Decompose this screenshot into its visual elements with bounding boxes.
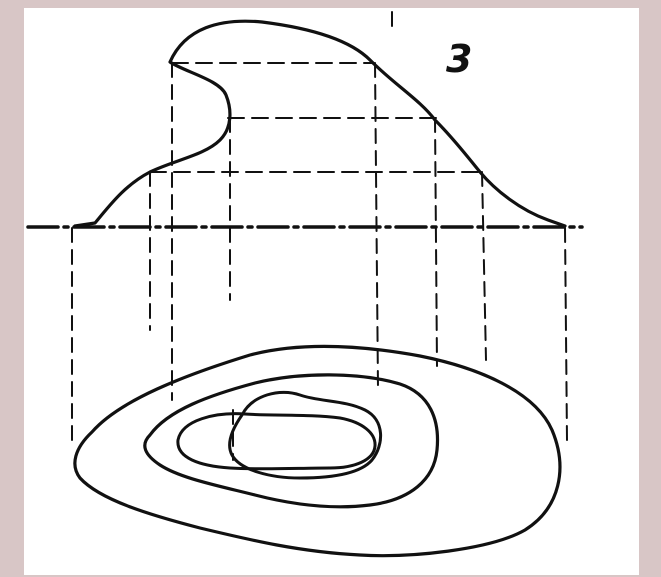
hill-profile-curve (73, 19, 567, 228)
projection-lines (71, 11, 568, 461)
projection-line (374, 62, 379, 389)
paper-sheet (24, 8, 639, 575)
projection-line (564, 227, 568, 441)
contour-third (228, 390, 383, 480)
figure-number-label: 3 (446, 37, 473, 81)
contour-second (143, 373, 440, 509)
contour-inner (176, 412, 377, 471)
level-lines (149, 62, 481, 173)
contour-outer (73, 344, 562, 558)
projection-line (481, 171, 487, 361)
projection-line (434, 117, 438, 367)
